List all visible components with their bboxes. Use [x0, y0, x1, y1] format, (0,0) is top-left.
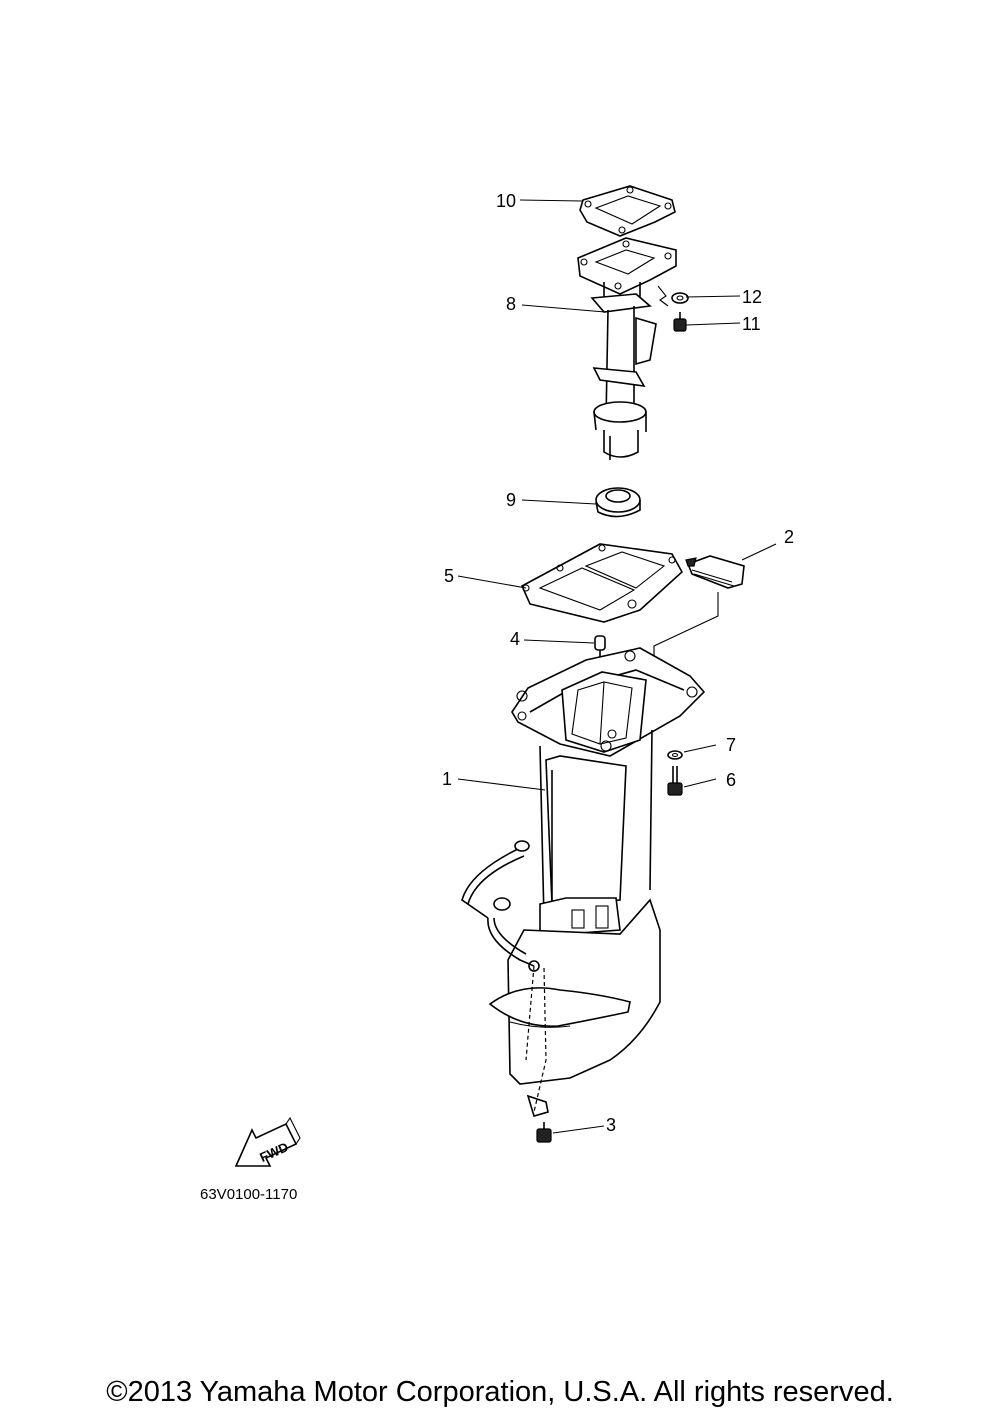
diagram-code: 63V0100-1170: [200, 1186, 297, 1203]
callout-1: 1: [442, 769, 452, 789]
callout-6: 6: [726, 770, 736, 790]
callout-10: 10: [496, 191, 516, 211]
leader-lines: [457, 199, 777, 1134]
forward-arrow-icon: FWD: [234, 1116, 301, 1167]
callout-7: 7: [726, 735, 736, 755]
callout-5: 5: [444, 566, 454, 586]
ground-lead-wire: [461, 840, 535, 967]
part-5-gasket: [520, 543, 684, 623]
part-10-gasket: [579, 185, 676, 237]
callout-2: 2: [784, 527, 794, 547]
part-12-washer: [671, 292, 689, 304]
callout-9: 9: [506, 490, 516, 510]
part-1-upper-casing: [488, 647, 706, 1117]
part-11-bolt: [673, 312, 687, 332]
callout-12: 12: [742, 287, 762, 307]
part-3-bolt: [536, 1122, 552, 1143]
part-7-washer: [667, 750, 683, 760]
callout-8: 8: [506, 294, 516, 314]
callouts: 10 8 12 11 9 2 5 4 7 1 6 3: [442, 191, 794, 1135]
callout-3: 3: [606, 1115, 616, 1135]
part-9-seal: [595, 487, 641, 518]
part-6-bolt: [667, 766, 683, 796]
callout-4: 4: [510, 629, 520, 649]
part-8-exhaust-guide: [577, 237, 677, 460]
copyright-notice: ©2013 Yamaha Motor Corporation, U.S.A. A…: [106, 1376, 894, 1408]
callout-11: 11: [742, 314, 761, 334]
